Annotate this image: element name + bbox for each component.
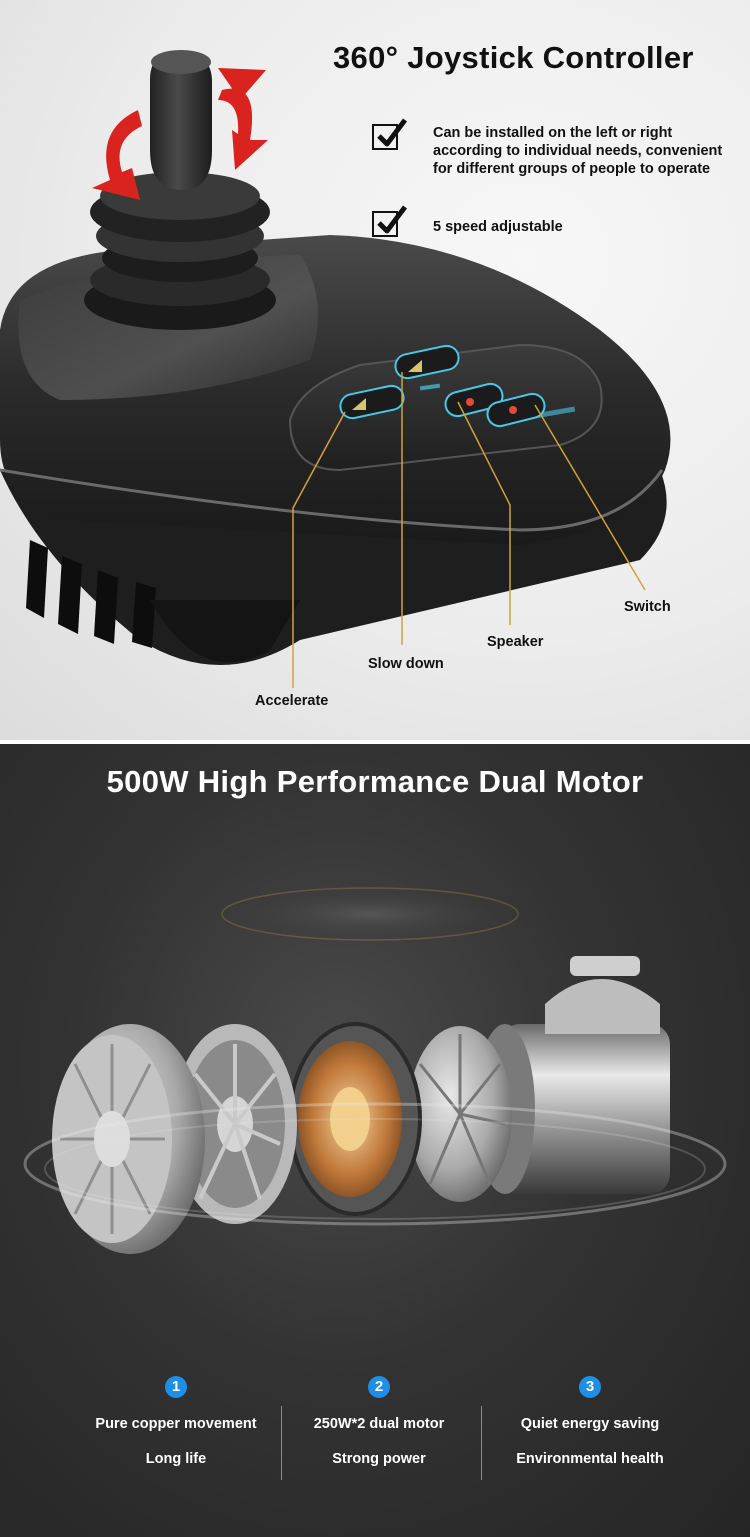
joystick-controller-image: [0, 50, 671, 688]
number-badge: 2: [368, 1376, 390, 1398]
checkbox-icon: [372, 205, 407, 237]
point-line-1: Quiet energy saving: [520, 1416, 660, 1432]
motor-exploded-image: [23, 886, 727, 1254]
point-line-2: Environmental health: [516, 1451, 664, 1467]
motor-point-1: 1 Pure copper movement Long life: [76, 1376, 276, 1467]
feature-text: Can be installed on the left or right ac…: [433, 125, 723, 177]
joystick-section: 360° Joystick Controller Can be installe…: [0, 0, 750, 740]
number-badge: 1: [165, 1376, 187, 1398]
point-line-1: 250W*2 dual motor: [313, 1416, 445, 1432]
checkbox-icon: [372, 118, 407, 150]
feature-item-install: Can be installed on the left or right ac…: [372, 118, 732, 196]
callout-switch: Switch: [624, 599, 671, 615]
feature-item-speed: 5 speed adjustable: [372, 205, 732, 239]
point-line-2: Strong power: [332, 1451, 426, 1467]
callout-speaker: Speaker: [487, 634, 544, 650]
column-separator: [481, 1406, 482, 1480]
feature-text: 5 speed adjustable: [433, 219, 563, 235]
column-separator: [281, 1406, 282, 1480]
motor-section: 500W High Performance Dual Motor 1 Pure …: [0, 744, 750, 1537]
callout-accelerate: Accelerate: [255, 693, 329, 709]
point-line-1: Pure copper movement: [95, 1416, 257, 1432]
motor-point-3: 3 Quiet energy saving Environmental heal…: [490, 1376, 690, 1467]
point-line-2: Long life: [145, 1451, 207, 1467]
callout-slow-down: Slow down: [368, 656, 444, 672]
section-divider: [0, 740, 750, 744]
joystick-title: 360° Joystick Controller: [333, 40, 694, 75]
motor-point-2: 2 250W*2 dual motor Strong power: [279, 1376, 479, 1467]
number-badge: 3: [579, 1376, 601, 1398]
motor-title: 500W High Performance Dual Motor: [106, 764, 644, 799]
